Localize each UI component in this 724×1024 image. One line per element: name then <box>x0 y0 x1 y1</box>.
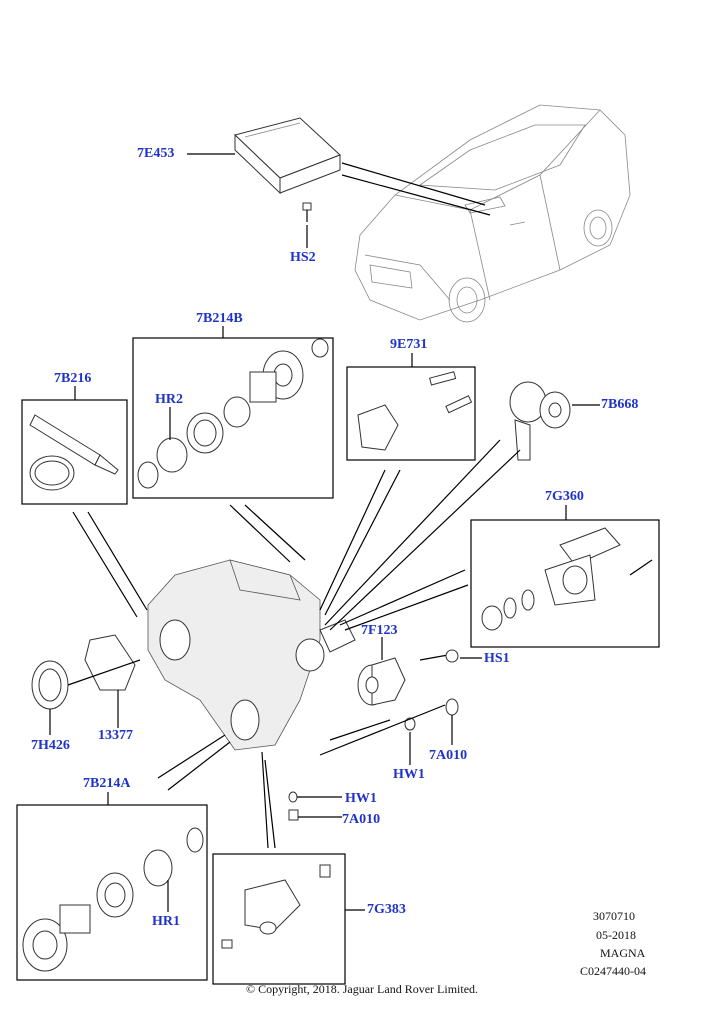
motor-7g360 <box>481 527 653 631</box>
shield-13377 <box>84 634 136 691</box>
output-shaft-7b214b <box>137 338 329 489</box>
vehicle-illustration <box>354 104 631 323</box>
seal-7h426 <box>31 660 69 710</box>
callout-hr2: HR2 <box>155 392 183 407</box>
callout-hw1-right: HW1 <box>393 767 425 782</box>
callout-hw1-lower: HW1 <box>345 791 377 806</box>
screw-hs2 <box>302 202 312 222</box>
callout-hs1: HS1 <box>484 651 510 666</box>
sensor-7g383 <box>221 864 331 949</box>
revision-date: 05-2018 <box>596 928 636 942</box>
callout-7g383: 7G383 <box>367 902 406 917</box>
module-7e453 <box>234 117 341 195</box>
callout-7h426: 7H426 <box>31 738 70 753</box>
callout-7e453: 7E453 <box>137 146 175 161</box>
callout-7f123: 7F123 <box>361 623 398 638</box>
sensor-9e731 <box>357 371 473 451</box>
transfer-case <box>147 559 356 751</box>
callout-hs2: HS2 <box>290 250 316 265</box>
callout-7g360: 7G360 <box>545 489 584 504</box>
callout-7b216: 7B216 <box>54 371 92 386</box>
bearing-7f123 <box>357 657 406 706</box>
output-shaft-7b214a <box>22 827 204 972</box>
actuator-7b668 <box>509 381 571 461</box>
callout-7b214a: 7B214A <box>83 776 131 791</box>
callout-7a010-lower: 7A010 <box>342 812 381 827</box>
sealant-tube <box>29 414 119 491</box>
callout-9e731: 9E731 <box>390 337 428 352</box>
reference-number: 3070710 <box>593 909 635 923</box>
callout-7a010-right: 7A010 <box>429 748 468 763</box>
callout-hr1: HR1 <box>152 914 180 929</box>
callout-13377: 13377 <box>98 728 133 743</box>
illustration-code: C0247440-04 <box>580 964 646 978</box>
callout-7b668: 7B668 <box>601 397 639 412</box>
copyright-notice: © Copyright, 2018. Jaguar Land Rover Lim… <box>245 982 479 996</box>
supplier-name: MAGNA <box>600 946 646 960</box>
callout-7b214b: 7B214B <box>196 311 243 326</box>
